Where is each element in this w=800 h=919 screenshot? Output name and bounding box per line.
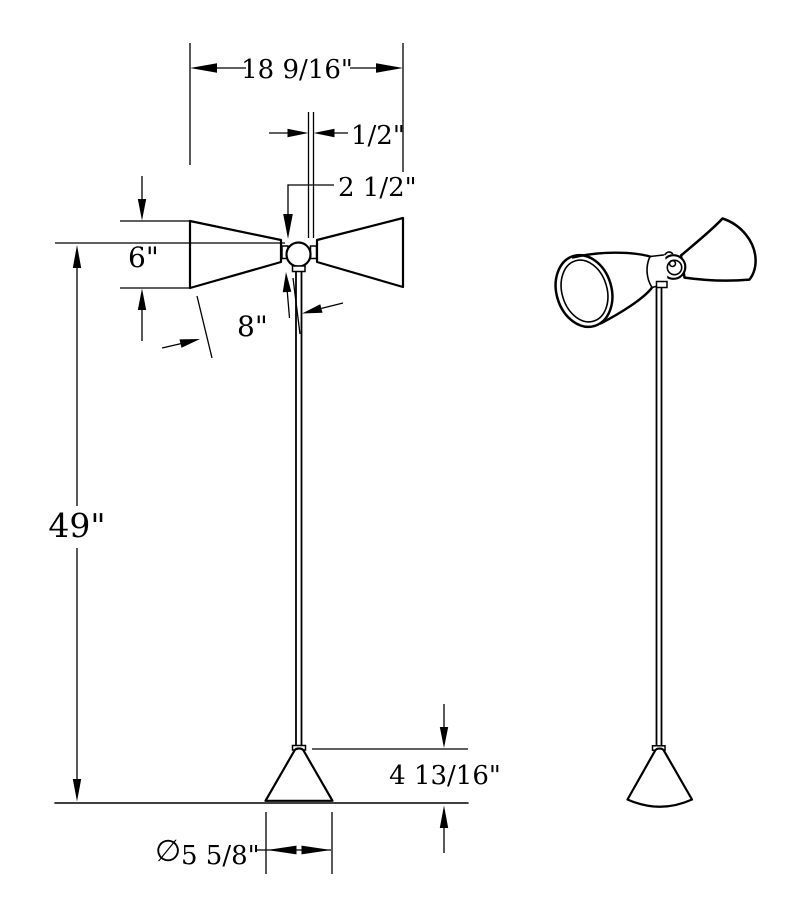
persp-ball-top-nub <box>664 251 674 256</box>
dim-head-width-label: 18 9/16" <box>241 55 353 85</box>
front-base-cone <box>264 747 334 802</box>
front-stem-clamp <box>291 265 306 273</box>
front-view <box>54 216 469 804</box>
dim-base-height-label: 4 13/16" <box>389 761 501 791</box>
arrow-down-left-icon <box>302 304 323 314</box>
dim-stem-lines <box>269 112 348 238</box>
dim-base-diameter-label: 5 5/8" <box>181 841 260 871</box>
perspective-view <box>554 217 757 808</box>
dim-base-height: 4 13/16" <box>312 704 501 853</box>
dim-shade-opening-label: 6" <box>128 241 159 274</box>
dim-hub-drop: 2 1/2" <box>283 173 417 239</box>
persp-ball-pivot <box>668 259 677 268</box>
persp-left-shade-rim <box>554 253 614 329</box>
arrow-left-icon <box>267 845 297 855</box>
arrow-up-icon <box>137 288 147 310</box>
arrow-right-icon <box>376 63 403 73</box>
arrow-right-icon <box>287 128 309 138</box>
dim-shade-opening: 6" <box>120 176 190 341</box>
dim-shade-length-label: 8" <box>237 310 268 343</box>
dimension-annotations: 18 9/16" 1/2" 2 1/2" 6" 8" <box>48 43 501 874</box>
arrow-down-icon <box>72 779 82 802</box>
dim-stem-diameter-label: 1/2" <box>351 121 405 151</box>
dim-pole-height-lines <box>55 242 285 779</box>
dim-hub-drop-label: 2 1/2" <box>338 173 417 203</box>
arrow-left-icon <box>313 128 335 138</box>
arrow-down-icon <box>439 727 449 748</box>
arrow-up-icon <box>282 272 292 293</box>
persp-base-cone <box>626 747 694 808</box>
dim-shade-length-lines <box>161 277 344 359</box>
arrow-left-icon <box>190 63 217 73</box>
arrow-right-icon <box>301 845 331 855</box>
front-left-shade <box>188 219 283 290</box>
persp-left-shade-top-edge <box>571 251 652 259</box>
persp-right-shade <box>679 217 757 282</box>
diameter-symbol-icon: ∅ <box>155 834 181 869</box>
persp-left-shade-inner-rim <box>560 259 609 323</box>
dim-base-diameter: ∅ 5 5/8" <box>155 812 333 874</box>
dim-pole-height: 49" <box>48 242 285 802</box>
arrow-down-icon <box>283 214 293 239</box>
persp-neck-cap-edge <box>646 255 653 289</box>
dim-head-width-lines <box>189 43 404 172</box>
persp-stem-clamp <box>655 280 668 289</box>
arrow-down-icon <box>137 199 147 221</box>
dim-stem-diameter: 1/2" <box>269 112 405 238</box>
dim-shade-opening-lines <box>120 176 190 341</box>
dim-head-width: 18 9/16" <box>189 43 404 172</box>
persp-left-shade-bottom-edge <box>599 286 654 325</box>
dim-shade-length: 8" <box>161 272 344 359</box>
dim-pole-height-label: 49" <box>48 506 105 545</box>
dim-base-height-lines <box>312 704 468 853</box>
arrow-up-icon <box>72 245 82 268</box>
persp-stem <box>655 287 663 746</box>
dim-hub-leader <box>287 184 334 214</box>
arrow-up-right-icon <box>179 339 200 348</box>
arrow-up-icon <box>439 805 449 828</box>
front-stem <box>295 271 303 746</box>
front-ball-joint <box>285 241 312 268</box>
